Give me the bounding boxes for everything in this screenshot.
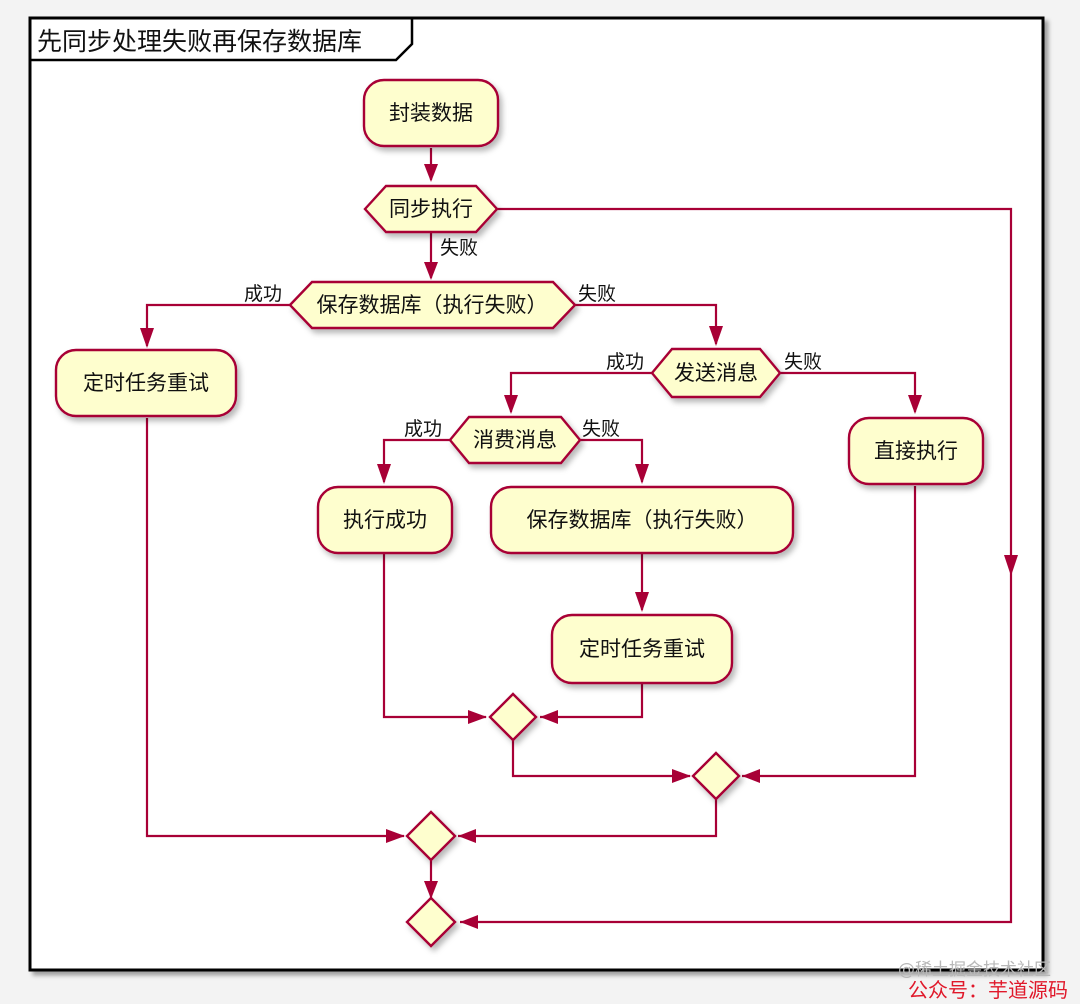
node-success: 执行成功 — [316, 485, 454, 555]
credit-text: 公众号：芋道源码 — [908, 978, 1068, 1002]
arrow-down — [377, 464, 391, 484]
node-pack: 封装数据 — [362, 78, 500, 148]
edge-label: 成功 — [244, 283, 282, 305]
node-label: 直接执行 — [874, 439, 958, 463]
edge-labels: 失败 成功 失败 成功 失败 成功 失败 — [244, 237, 822, 440]
arrow-right — [468, 710, 487, 724]
nodes: 封装数据 同步执行 保存数据库（执行失败） 定时任务重试 发送消息 直接执行 消… — [54, 78, 985, 948]
merge-diamond — [691, 751, 741, 801]
arrow-down — [635, 464, 649, 484]
arrow-down — [709, 326, 723, 346]
edge-label: 失败 — [582, 418, 620, 440]
node-label: 执行成功 — [343, 508, 427, 532]
arrow-right — [672, 769, 691, 783]
arrow-left — [458, 829, 476, 843]
arrow-down — [140, 328, 154, 348]
arrow-right — [386, 829, 405, 843]
decision-save1: 保存数据库（执行失败） — [288, 280, 577, 330]
arrow-down — [1004, 555, 1018, 576]
decision-send: 发送消息 — [650, 347, 782, 399]
edge-timer1-to-merge3 — [145, 418, 404, 838]
decision-sync: 同步执行 — [363, 184, 499, 234]
node-direct: 直接执行 — [847, 416, 985, 486]
edge-label: 成功 — [606, 351, 644, 373]
arrow-down — [424, 262, 438, 280]
node-label: 保存数据库（执行失败） — [317, 293, 548, 317]
node-label: 消费消息 — [473, 428, 557, 452]
node-label: 发送消息 — [674, 361, 758, 385]
node-label: 封装数据 — [389, 101, 473, 125]
arrow-left — [540, 710, 558, 724]
edges — [145, 148, 1013, 924]
edge-merge2-to-merge3 — [458, 799, 718, 838]
edge-label: 失败 — [440, 237, 478, 259]
edge-timer2-to-merge1 — [540, 684, 644, 719]
node-label: 定时任务重试 — [83, 371, 209, 395]
edge-label: 失败 — [578, 283, 616, 305]
watermark: @稀土掘金技术社区 — [898, 960, 1051, 980]
arrow-left — [742, 769, 760, 783]
edge-label: 失败 — [784, 351, 822, 373]
merge-diamond — [405, 810, 457, 862]
edge-direct-to-merge2 — [742, 486, 917, 778]
arrowheads — [140, 164, 1018, 929]
edge-label: 成功 — [404, 418, 442, 440]
node-timer2: 定时任务重试 — [550, 613, 734, 685]
node-label: 同步执行 — [389, 197, 473, 221]
node-label: 保存数据库（执行失败） — [527, 508, 758, 532]
node-label: 定时任务重试 — [579, 637, 705, 661]
arrow-left — [460, 915, 478, 929]
arrow-down — [635, 592, 649, 612]
edge-success-to-merge1 — [382, 554, 486, 719]
arrow-down — [424, 881, 438, 899]
arrow-down — [424, 164, 438, 182]
node-save2: 保存数据库（执行失败） — [489, 485, 795, 555]
arrow-down — [908, 395, 922, 414]
diagram-title: 先同步处理失败再保存数据库 — [37, 27, 362, 56]
edge-merge1-to-merge2 — [511, 740, 690, 778]
node-timer1: 定时任务重试 — [54, 348, 238, 418]
decision-consume: 消费消息 — [448, 415, 582, 465]
merge-diamond — [488, 692, 538, 742]
merge-diamond — [405, 896, 457, 948]
arrow-down — [504, 395, 518, 414]
